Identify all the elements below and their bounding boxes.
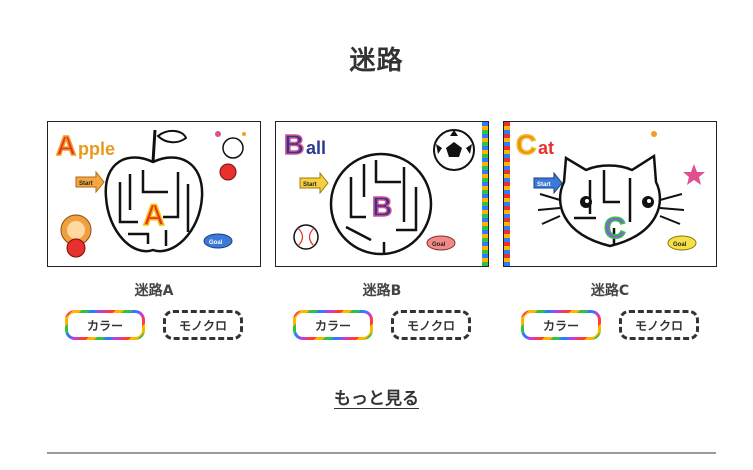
- maze-a-mono-button[interactable]: モノクロ: [163, 310, 243, 340]
- svg-text:B: B: [372, 191, 392, 222]
- maze-card-list: A pple A Start: [47, 121, 717, 346]
- svg-text:all: all: [306, 138, 326, 158]
- maze-card-c: C at C Start: [503, 121, 717, 340]
- maze-a-buttons: カラー モノクロ: [47, 310, 261, 340]
- maze-b-label: 迷路B: [362, 283, 402, 299]
- svg-text:Start: Start: [537, 182, 551, 188]
- apple-maze-illustration: A pple A Start: [55, 129, 246, 258]
- ball-maze-illustration: B all B Start Goal: [283, 122, 488, 266]
- svg-text:C: C: [604, 212, 626, 245]
- maze-b-color-button[interactable]: カラー: [293, 310, 373, 340]
- maze-c-color-button[interactable]: カラー: [521, 310, 601, 340]
- maze-c-label: 迷路C: [590, 283, 630, 299]
- maze-b-thumbnail[interactable]: B all B Start Goal: [275, 121, 489, 267]
- svg-text:Goal: Goal: [209, 240, 223, 246]
- svg-text:Goal: Goal: [432, 242, 446, 248]
- maze-a-thumbnail[interactable]: A pple A Start: [47, 121, 261, 267]
- maze-b-buttons: カラー モノクロ: [275, 310, 489, 340]
- maze-a-label: 迷路A: [134, 283, 174, 299]
- maze-card-a: A pple A Start: [47, 121, 261, 340]
- svg-text:Start: Start: [79, 181, 93, 187]
- maze-c-mono-button[interactable]: モノクロ: [619, 310, 699, 340]
- maze-a-color-button[interactable]: カラー: [65, 310, 145, 340]
- maze-card-b: B all B Start Goal: [275, 121, 489, 340]
- maze-c-thumbnail[interactable]: C at C Start: [503, 121, 717, 267]
- maze-c-buttons: カラー モノクロ: [503, 310, 717, 340]
- more-link[interactable]: もっと見る: [334, 389, 419, 409]
- svg-text:A: A: [143, 199, 165, 232]
- svg-text:C: C: [516, 129, 536, 160]
- page-title: 迷路: [349, 46, 404, 76]
- svg-text:at: at: [538, 138, 554, 158]
- svg-text:pple: pple: [78, 139, 115, 159]
- maze-b-mono-button[interactable]: モノクロ: [391, 310, 471, 340]
- cat-maze-illustration: C at C Start: [504, 122, 705, 266]
- svg-text:Goal: Goal: [673, 242, 687, 248]
- svg-text:B: B: [284, 129, 304, 160]
- more-link-wrapper: もっと見る: [0, 384, 753, 409]
- divider: [47, 452, 716, 454]
- svg-text:Start: Start: [303, 182, 317, 188]
- svg-text:A: A: [56, 130, 76, 161]
